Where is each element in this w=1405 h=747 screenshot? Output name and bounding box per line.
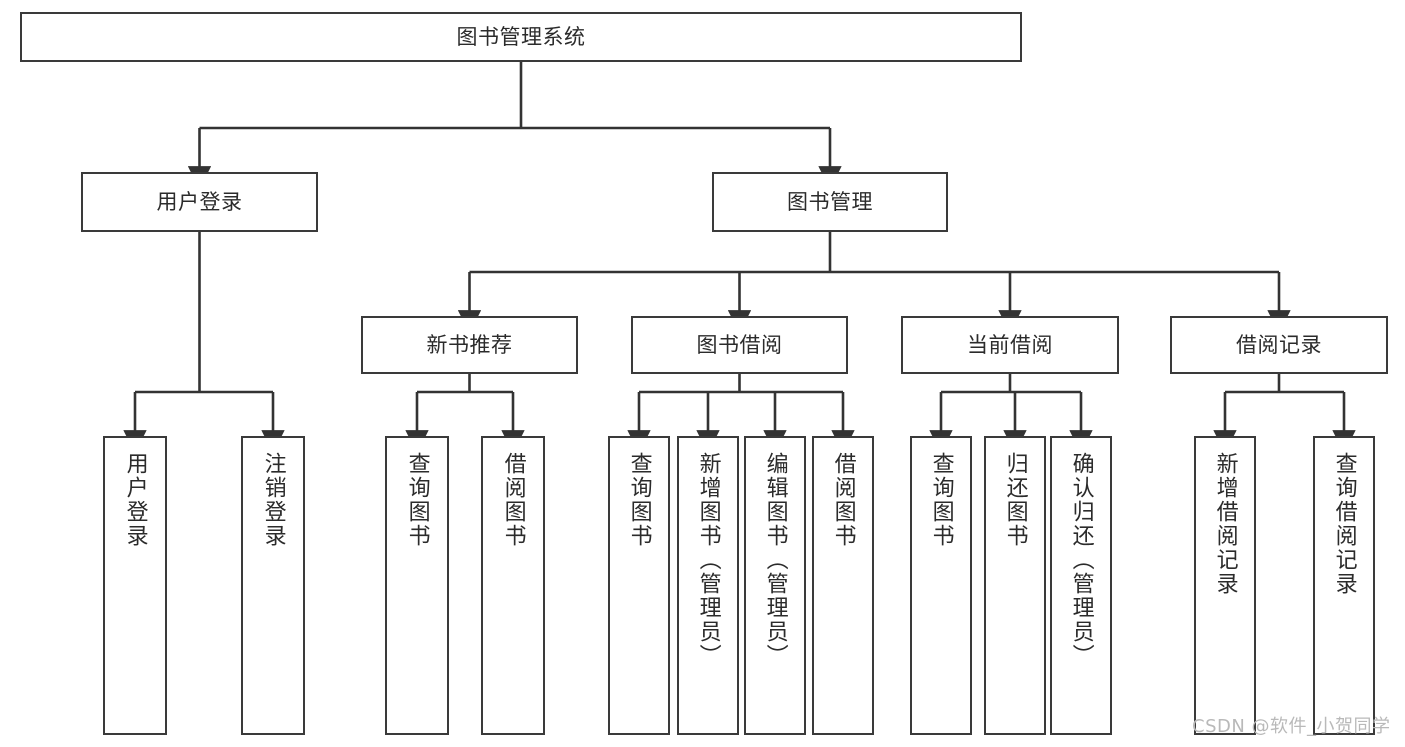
node-leaf-return-book-label: 归还图书 xyxy=(1002,452,1028,548)
node-current-borrow[interactable]: 当前借阅 xyxy=(901,316,1119,374)
node-new-book-recommend[interactable]: 新书推荐 xyxy=(361,316,578,374)
node-leaf-logout-label: 注销登录 xyxy=(260,452,286,548)
node-user-login-label: 用户登录 xyxy=(156,189,243,214)
node-borrow-record[interactable]: 借阅记录 xyxy=(1170,316,1388,374)
node-new-book-recommend-label: 新书推荐 xyxy=(426,332,513,357)
node-leaf-add-record[interactable]: 新增借阅记录 xyxy=(1194,436,1256,735)
node-book-management-label: 图书管理 xyxy=(787,189,873,214)
node-book-management[interactable]: 图书管理 xyxy=(712,172,948,232)
node-leaf-user-login-label: 用户登录 xyxy=(122,452,148,548)
node-root-label: 图书管理系统 xyxy=(456,24,586,49)
node-leaf-query-book-2[interactable]: 查询图书 xyxy=(608,436,670,735)
node-leaf-query-record-label: 查询借阅记录 xyxy=(1331,452,1357,596)
node-leaf-query-book-1[interactable]: 查询图书 xyxy=(385,436,449,735)
edge-paths xyxy=(123,62,1356,454)
node-leaf-return-book[interactable]: 归还图书 xyxy=(984,436,1046,735)
node-leaf-user-login[interactable]: 用户登录 xyxy=(103,436,167,735)
node-leaf-logout[interactable]: 注销登录 xyxy=(241,436,305,735)
node-leaf-query-book-3[interactable]: 查询图书 xyxy=(910,436,972,735)
node-leaf-borrow-book-1-label: 借阅图书 xyxy=(500,452,526,548)
node-leaf-add-book-label: 新增图书（管理员） xyxy=(695,452,721,668)
node-leaf-borrow-book-2[interactable]: 借阅图书 xyxy=(812,436,874,735)
node-leaf-confirm-return-label: 确认归还（管理员） xyxy=(1068,452,1094,668)
node-user-login[interactable]: 用户登录 xyxy=(81,172,318,232)
node-leaf-borrow-book-2-label: 借阅图书 xyxy=(830,452,856,548)
node-leaf-query-record[interactable]: 查询借阅记录 xyxy=(1313,436,1375,735)
node-leaf-add-book[interactable]: 新增图书（管理员） xyxy=(677,436,739,735)
watermark: CSDN @软件_小贺同学 xyxy=(1192,716,1391,737)
node-leaf-query-book-1-label: 查询图书 xyxy=(404,452,430,548)
node-book-borrow[interactable]: 图书借阅 xyxy=(631,316,848,374)
node-leaf-borrow-book-1[interactable]: 借阅图书 xyxy=(481,436,545,735)
node-borrow-record-label: 借阅记录 xyxy=(1236,332,1322,357)
node-leaf-edit-book[interactable]: 编辑图书（管理员） xyxy=(744,436,806,735)
node-leaf-edit-book-label: 编辑图书（管理员） xyxy=(762,452,788,668)
node-book-borrow-label: 图书借阅 xyxy=(696,332,783,357)
node-root[interactable]: 图书管理系统 xyxy=(20,12,1022,62)
node-leaf-confirm-return[interactable]: 确认归还（管理员） xyxy=(1050,436,1112,735)
node-current-borrow-label: 当前借阅 xyxy=(967,332,1053,357)
node-leaf-query-book-2-label: 查询图书 xyxy=(626,452,652,548)
node-leaf-query-book-3-label: 查询图书 xyxy=(928,452,954,548)
node-leaf-add-record-label: 新增借阅记录 xyxy=(1212,452,1238,596)
